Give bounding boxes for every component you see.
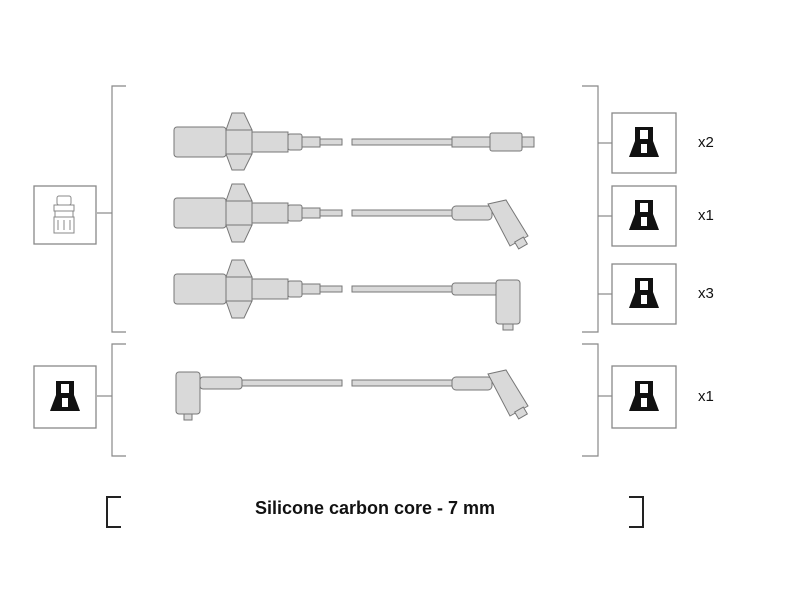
- ignition-cable-1: [173, 112, 535, 171]
- quantity-label-row-3: x3: [698, 285, 714, 302]
- core-spec-caption: Silicone carbon core - 7 mm: [254, 498, 496, 518]
- plug-boot-icon-row-1: [611, 112, 677, 174]
- ignition-cable-3: [173, 259, 521, 331]
- quantity-label-row-4: x1: [698, 388, 714, 405]
- left-upper-bracket: [97, 85, 126, 333]
- right-lower-bracket: [582, 343, 612, 457]
- quantity-label-row-1: x2: [698, 134, 714, 151]
- ignition-cable-4: [175, 369, 529, 421]
- caption-bracket-right: [629, 496, 644, 528]
- coil-terminal-icon: [33, 365, 97, 429]
- right-upper-bracket: [582, 85, 612, 333]
- ignition-cable-2: [173, 183, 529, 250]
- plug-boot-icon-row-3: [611, 263, 677, 325]
- quantity-label-row-2: x1: [698, 207, 714, 224]
- left-lower-bracket: [97, 343, 126, 457]
- plug-boot-icon-row-2: [611, 185, 677, 247]
- plug-boot-icon-row-4: [611, 365, 677, 429]
- caption-bracket-left: [106, 496, 121, 528]
- spark-plug-icon: [33, 185, 97, 245]
